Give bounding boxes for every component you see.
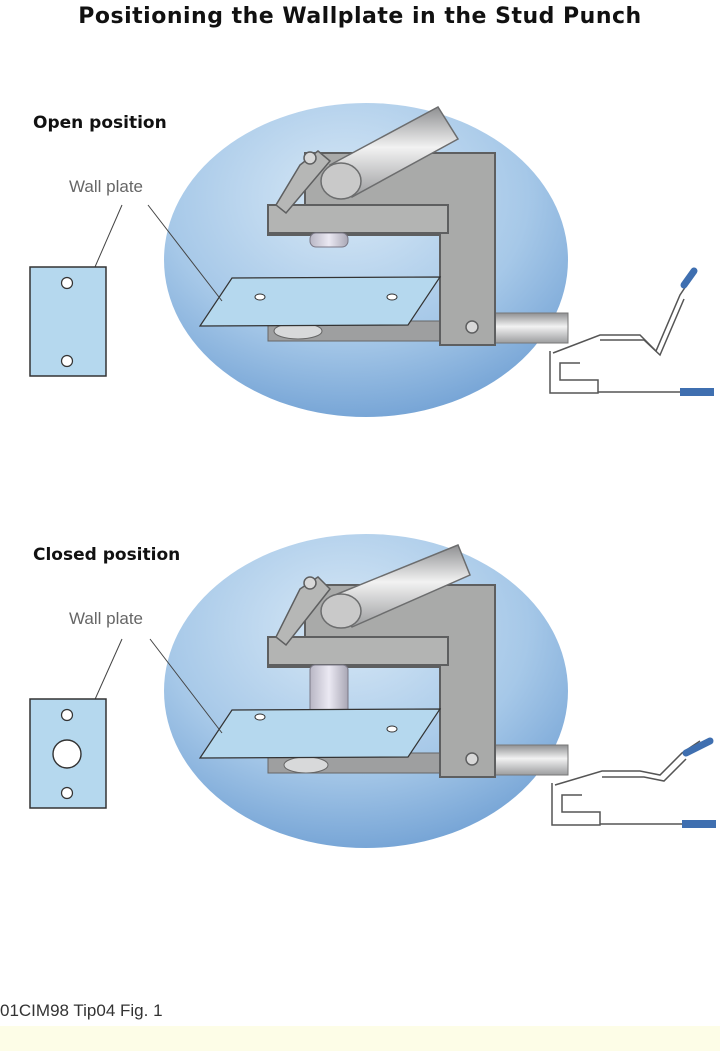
wall-plate-callout-closed: Wall plate <box>69 609 144 628</box>
wall-plate-in-punch <box>198 276 442 327</box>
wall-plate-in-punch <box>198 708 442 759</box>
closed-position-illustration <box>29 534 716 848</box>
magnifier-ellipse <box>164 534 568 848</box>
wall-plate-callout-open: Wall plate <box>69 177 144 196</box>
open-position-illustration <box>29 103 714 417</box>
figure-caption: 01CIM98 Tip04 Fig. 1 <box>0 1001 163 1020</box>
closed-position-label: Closed position <box>33 545 181 565</box>
footer-band <box>0 1026 720 1051</box>
panel-closed-position: Closed position Wall plate <box>0 527 720 907</box>
panel-open-position: Open position Wall plate <box>0 95 720 475</box>
punch-pin <box>309 232 349 248</box>
open-position-label: Open position <box>33 113 167 133</box>
tool-thumbnail-closed <box>551 740 701 826</box>
figure-title: Positioning the Wallplate in the Stud Pu… <box>78 4 642 29</box>
tool-thumbnail-open <box>549 276 693 394</box>
